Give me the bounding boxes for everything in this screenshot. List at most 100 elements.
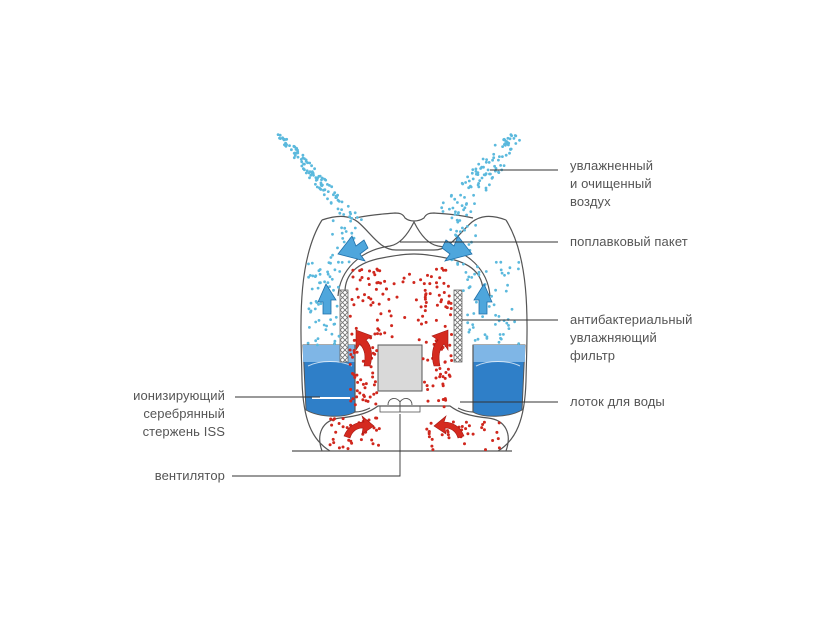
particle (492, 152, 496, 156)
particle (314, 182, 317, 186)
particle (463, 196, 466, 199)
particle (340, 231, 344, 235)
particle (424, 301, 428, 304)
particle (363, 386, 367, 390)
particle (333, 191, 337, 195)
particle (331, 219, 335, 223)
particle (438, 375, 442, 379)
particle (308, 176, 311, 180)
particle (310, 164, 313, 168)
particle (464, 420, 468, 424)
particle (372, 270, 376, 274)
particle (331, 232, 334, 236)
particle (423, 380, 426, 384)
particle (443, 376, 447, 380)
particle (497, 340, 501, 344)
particle (337, 334, 341, 338)
particle (347, 260, 351, 264)
particle (458, 219, 462, 222)
particle (446, 429, 449, 433)
particle (473, 202, 476, 206)
particle (491, 439, 495, 442)
particle (477, 270, 481, 274)
particle (361, 299, 365, 303)
particle (296, 148, 299, 152)
particle (349, 399, 353, 403)
arrow-up-right-mid (473, 283, 493, 315)
particle (425, 384, 429, 388)
particle (329, 256, 333, 259)
arrow-up-left-top (337, 235, 369, 262)
particle (443, 397, 447, 401)
particle (479, 167, 482, 170)
particle (355, 287, 359, 291)
particle (383, 331, 387, 335)
particle (387, 309, 391, 313)
particle (463, 206, 467, 210)
particle (329, 261, 332, 265)
particle (494, 288, 497, 292)
particle (354, 326, 358, 330)
particle (503, 273, 506, 277)
particle (430, 444, 434, 448)
arrow-red-in-right (433, 415, 465, 439)
particle (335, 304, 339, 308)
particle (451, 420, 455, 424)
particle (455, 229, 458, 233)
particle (450, 333, 453, 336)
particle (475, 300, 478, 304)
particle (337, 446, 341, 450)
particle (292, 151, 296, 155)
particle (429, 275, 433, 279)
particle (466, 313, 469, 317)
particle (284, 138, 288, 141)
particle (465, 225, 469, 228)
particle (306, 341, 310, 345)
particle (450, 216, 454, 220)
particle (464, 427, 468, 431)
particle (473, 339, 477, 342)
particle (379, 332, 383, 336)
particle (428, 292, 432, 296)
particle (456, 220, 460, 224)
particle (358, 278, 362, 282)
particle (442, 291, 446, 294)
particle (439, 372, 442, 376)
particle (497, 421, 501, 425)
particle (448, 343, 452, 347)
particle (313, 307, 317, 311)
particle (319, 302, 323, 305)
particle (442, 281, 446, 285)
particle (488, 183, 491, 187)
particle (469, 210, 473, 214)
particle (493, 164, 496, 168)
filter-right (453, 289, 463, 363)
particle (401, 280, 405, 284)
particle (421, 357, 425, 361)
particle (514, 142, 518, 145)
particle (395, 295, 399, 299)
label-filter: антибактериальный увлажняющий фильтр (570, 312, 693, 363)
particle (456, 263, 460, 266)
particle (379, 281, 382, 285)
particle (324, 178, 328, 182)
particle (292, 156, 296, 160)
particle (323, 280, 326, 284)
particle (481, 315, 484, 318)
particle (352, 351, 356, 355)
particle (337, 285, 340, 289)
particle (504, 289, 508, 293)
particle (369, 303, 373, 307)
particle (377, 427, 381, 431)
particle (480, 176, 484, 180)
particle (331, 437, 335, 441)
particle (449, 301, 453, 305)
particle (467, 275, 471, 279)
particle (326, 270, 329, 274)
particle (340, 200, 344, 204)
arrow-up-right-top (441, 235, 473, 262)
particle (423, 309, 427, 313)
particle (517, 267, 520, 271)
particle (377, 443, 380, 447)
particle (328, 285, 331, 288)
